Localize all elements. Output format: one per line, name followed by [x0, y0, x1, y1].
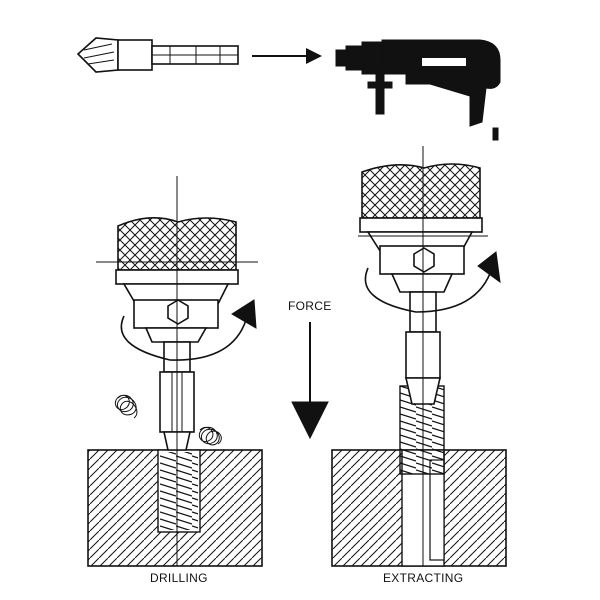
- force-arrow: [291, 322, 329, 440]
- drilling-illustration: [87, 176, 263, 567]
- drilling-label: DRILLING: [150, 571, 208, 585]
- extractor-bit-icon: [76, 37, 239, 73]
- extracting-illustration: [331, 146, 507, 567]
- extracting-label: EXTRACTING: [383, 571, 463, 585]
- power-drill-icon: [335, 39, 501, 141]
- force-label: FORCE: [288, 299, 332, 313]
